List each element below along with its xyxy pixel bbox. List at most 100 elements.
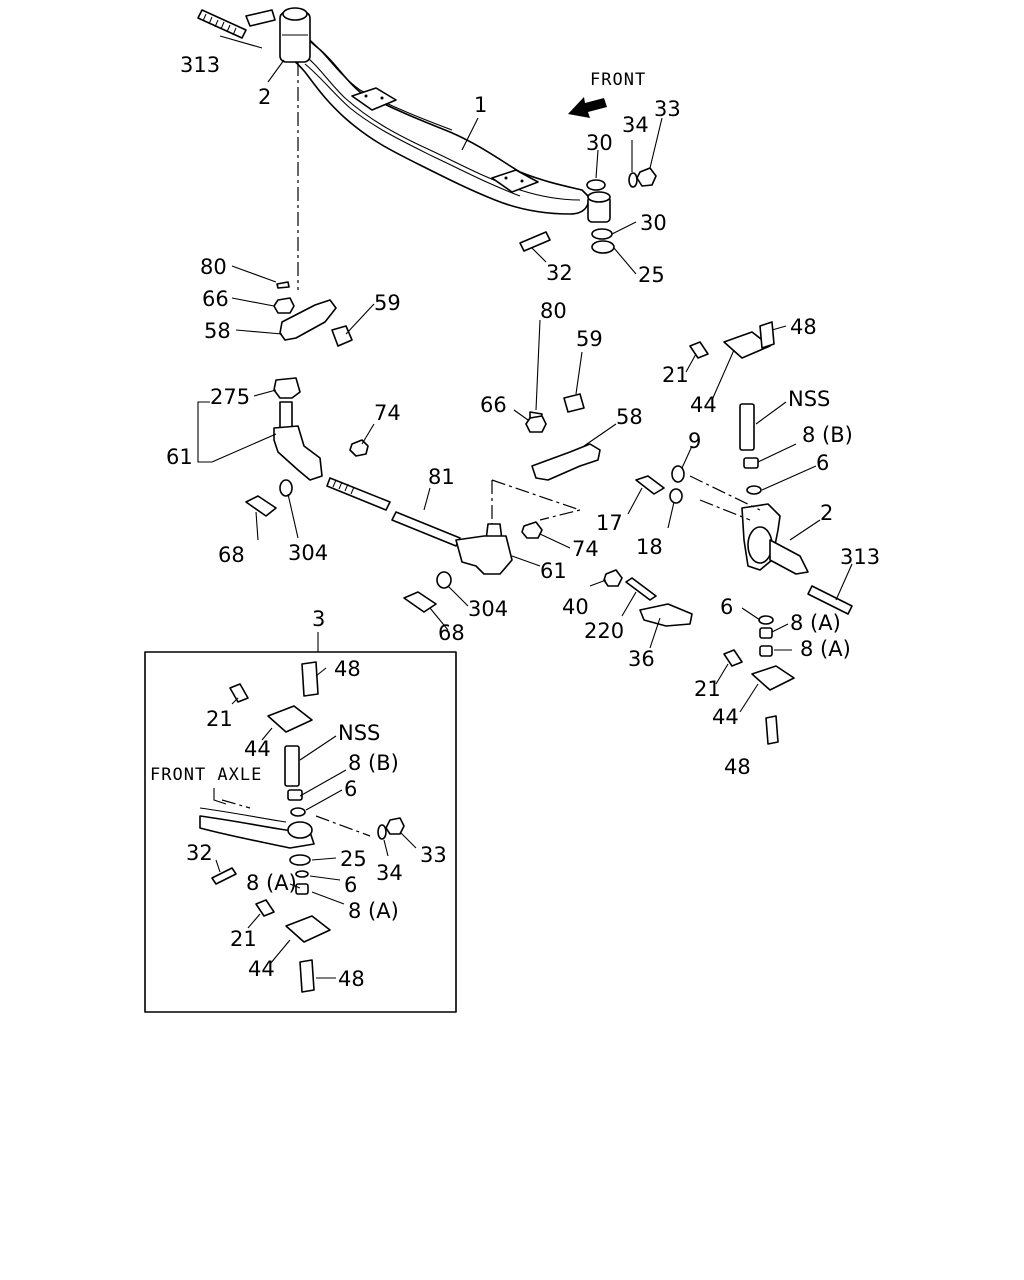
bushing-8a-right-1: [759, 627, 773, 639]
label-66-left: 66: [202, 287, 229, 311]
nut-33-top: [636, 167, 657, 187]
label-1: 1: [474, 93, 487, 117]
label-21-inset-top: 21: [206, 707, 233, 731]
label-74-left: 74: [374, 401, 401, 425]
bushing-59-mid: [563, 393, 585, 413]
knuckle-arm-61-left: [273, 401, 323, 481]
bolt-68-mid: [403, 591, 437, 613]
label-81: 81: [428, 465, 455, 489]
grease-nipple-21-right-top: [689, 341, 709, 359]
cotter-pin-80-left: [276, 281, 290, 289]
shim-6-right-top: [746, 485, 762, 495]
label-34-inset: 34: [376, 861, 403, 885]
label-30-a: 30: [586, 131, 613, 155]
label-8b-inset: 8 (B): [348, 751, 399, 775]
arm-36: [639, 603, 693, 627]
label-18: 18: [636, 535, 663, 559]
castle-nut-66-mid: [525, 415, 547, 433]
label-8a-right-1: 8 (A): [790, 611, 841, 635]
steering-knuckle-2-right: [741, 503, 809, 575]
label-33-top: 33: [654, 97, 681, 121]
label-8a-inset-2: 8 (A): [348, 899, 399, 923]
bushing-8a-right-2: [759, 645, 773, 657]
label-275: 275: [210, 385, 250, 409]
label-304-mid: 304: [468, 597, 508, 621]
front-label: FRONT: [590, 70, 646, 90]
label-48-right-bot: 48: [724, 755, 751, 779]
shim-6-right-bot: [758, 615, 774, 625]
label-6-right-top: 6: [816, 451, 829, 475]
dust-boot-275: [273, 377, 301, 399]
label-21-right-top: 21: [662, 363, 689, 387]
label-32-inset: 32: [186, 841, 213, 865]
front-arrow-icon: [568, 97, 607, 118]
label-2-top: 2: [258, 85, 271, 109]
seal-9: [671, 465, 685, 483]
label-80-mid: 80: [540, 299, 567, 323]
label-61-mid: 61: [540, 559, 567, 583]
pin-32-top: [519, 231, 551, 252]
label-6-inset-top: 6: [344, 777, 357, 801]
label-68-left: 68: [218, 543, 245, 567]
washer-30-bottom: [591, 228, 613, 240]
label-220: 220: [584, 619, 624, 643]
label-8b-right: 8 (B): [802, 423, 853, 447]
label-30-b: 30: [640, 211, 667, 235]
label-40: 40: [562, 595, 589, 619]
label-48-inset-bot: 48: [338, 967, 365, 991]
label-8a-right-2: 8 (A): [800, 637, 851, 661]
washer-30-top: [586, 179, 606, 191]
label-44-inset-bot: 44: [248, 957, 275, 981]
leader-lines: [197, 35, 853, 979]
label-34-top: 34: [622, 113, 649, 137]
bolt-68-left: [245, 495, 277, 517]
arm-58-mid: [531, 443, 601, 481]
bushing-59-left: [331, 325, 353, 347]
centerline-right: [689, 475, 761, 521]
label-59-mid: 59: [576, 327, 603, 351]
label-2-right: 2: [820, 501, 833, 525]
tie-rod-81: [326, 477, 461, 547]
label-313-top: 313: [180, 53, 220, 77]
washer-304-left: [279, 479, 293, 497]
nut-40: [603, 569, 623, 587]
label-44-right-bot: 44: [712, 705, 739, 729]
stud-bolt-313-right: [807, 585, 853, 615]
label-17: 17: [596, 511, 623, 535]
label-48-right-top: 48: [790, 315, 817, 339]
label-6-inset-bot: 6: [344, 873, 357, 897]
label-25-inset: 25: [340, 847, 367, 871]
label-80-left: 80: [200, 255, 227, 279]
label-6-right-bot: 6: [720, 595, 733, 619]
label-44-inset-top: 44: [244, 737, 271, 761]
bolt-48-right-bot: [765, 715, 779, 745]
front-axle-label: FRONT AXLE: [150, 765, 262, 785]
king-pin-nss-right: [739, 403, 755, 451]
inset-parts: [199, 661, 405, 993]
label-36: 36: [628, 647, 655, 671]
bolt-48-right-top: [759, 321, 775, 349]
washer-34-top: [628, 172, 638, 188]
nut-74-left: [349, 439, 369, 457]
centerline-mid: [491, 479, 583, 524]
label-9: 9: [688, 429, 701, 453]
label-304-left: 304: [288, 541, 328, 565]
label-313-right: 313: [840, 545, 880, 569]
part-labels: 313 2 1 30 34 33 30 25 32 80 66 58 59 27…: [166, 53, 880, 991]
label-68-mid: 68: [438, 621, 465, 645]
label-21-right-bot: 21: [694, 677, 721, 701]
label-48-inset-top: 48: [334, 657, 361, 681]
label-58-left: 58: [204, 319, 231, 343]
tie-rod-end-61-mid: [455, 523, 513, 575]
castle-nut-66-left: [273, 297, 295, 314]
inset-box-3: [144, 651, 457, 1013]
label-58-mid: 58: [616, 405, 643, 429]
bushing-8b-right: [743, 457, 759, 469]
arm-58-left: [279, 299, 337, 341]
label-8a-inset-1: 8 (A): [246, 871, 297, 895]
label-nss-inset: NSS: [338, 721, 380, 745]
washer-25-top: [591, 240, 615, 254]
washer-304-mid: [436, 571, 452, 589]
grease-nipple-21-right-bot: [723, 649, 743, 667]
